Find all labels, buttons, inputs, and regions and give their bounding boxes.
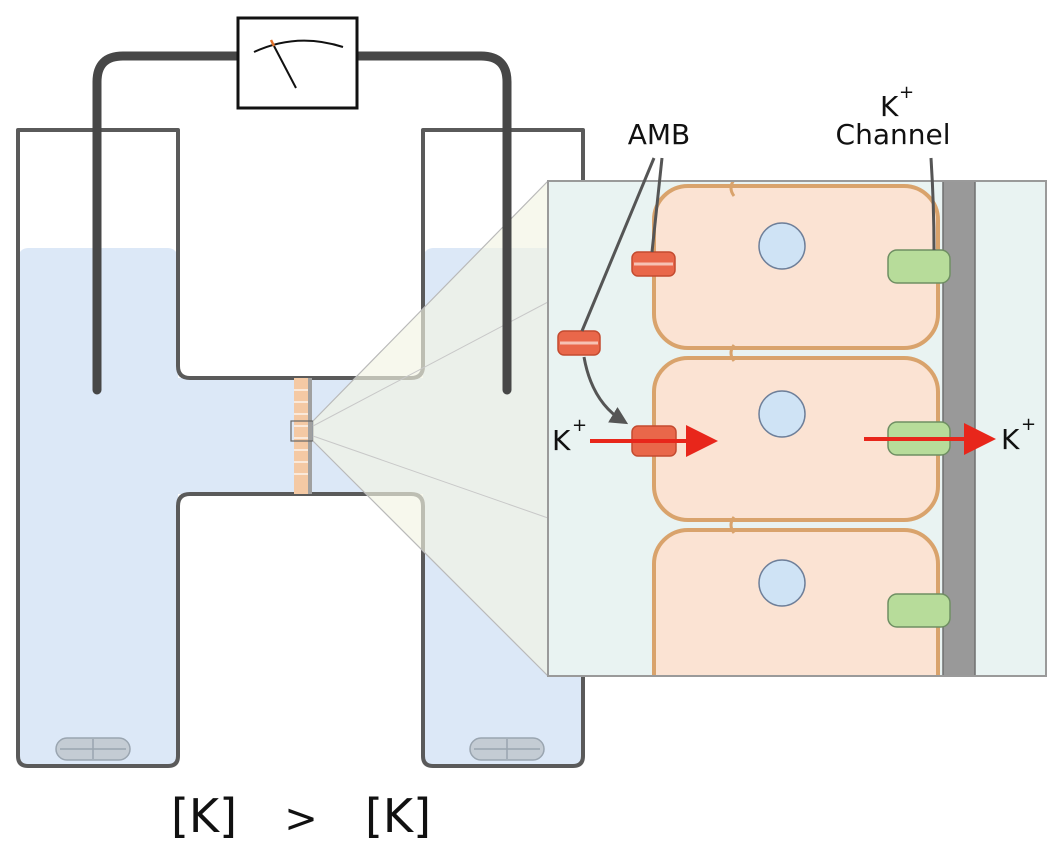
magnifier-cone xyxy=(313,181,548,676)
voltmeter xyxy=(236,16,359,110)
stir-bar-left xyxy=(55,737,131,761)
concentration-left: [K] xyxy=(171,789,237,843)
amb-label: AMB xyxy=(628,118,691,151)
k-ion-label-left: K xyxy=(552,424,571,457)
k-channel-label-ion: K xyxy=(880,90,899,123)
inset-panel xyxy=(547,180,1047,677)
amb-channel-free xyxy=(557,330,601,356)
k-ion-label-left-sup: + xyxy=(572,415,587,436)
epithelial-cell-bottom xyxy=(652,528,940,676)
k-channel xyxy=(887,249,951,284)
k-channel-label-sup: + xyxy=(899,82,914,103)
k-channel-leader-line xyxy=(929,157,936,251)
comparison-operator: > xyxy=(284,796,318,842)
amb-channel xyxy=(631,251,676,277)
tight-junction xyxy=(729,344,736,362)
electrode-wire xyxy=(92,51,512,395)
nucleus xyxy=(758,390,806,438)
epithelium-sample xyxy=(290,378,314,494)
k-channel-label-word: Channel xyxy=(836,118,951,151)
tight-junction xyxy=(729,516,736,534)
k-ion-label-right: K xyxy=(1001,423,1020,456)
amb-leader-line xyxy=(650,157,664,253)
concentration-right: [K] xyxy=(365,789,431,843)
nucleus xyxy=(758,222,806,270)
insertion-arrow xyxy=(582,356,629,425)
k-ion-label-right-sup: + xyxy=(1021,414,1036,435)
stir-bar-right xyxy=(469,737,545,761)
nucleus xyxy=(758,559,806,607)
amb-leader-line xyxy=(580,157,656,332)
k-channel xyxy=(887,593,951,628)
